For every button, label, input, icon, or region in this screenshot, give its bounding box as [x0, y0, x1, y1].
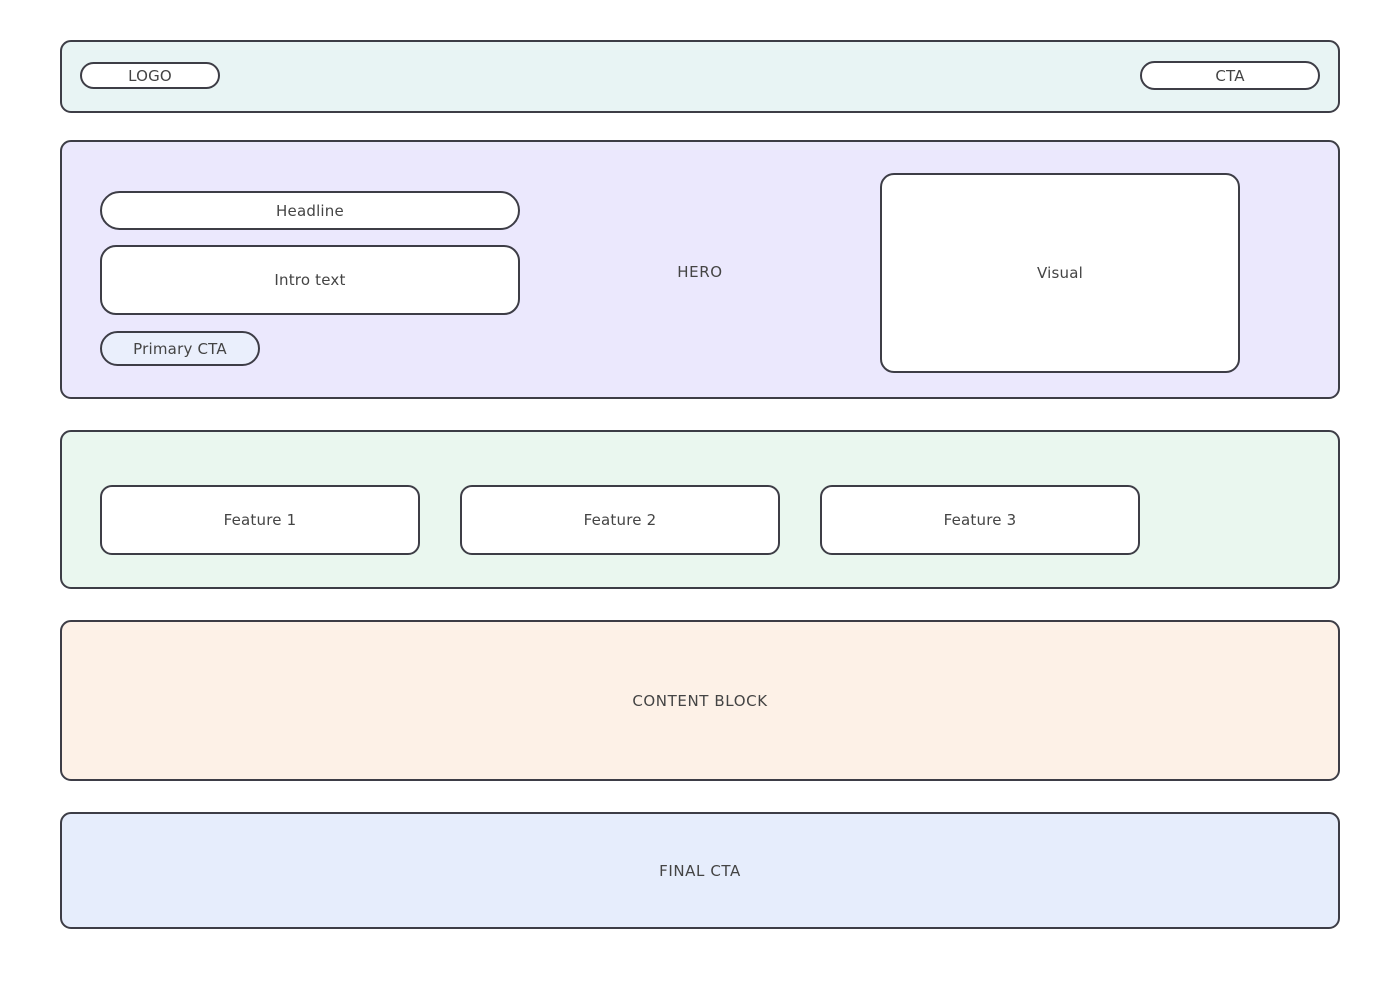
hero-headline-placeholder: Headline — [100, 191, 520, 230]
feature-card[interactable]: Feature 3 — [820, 485, 1140, 555]
hero-intro-label: Intro text — [274, 271, 346, 289]
logo-placeholder[interactable]: LOGO — [80, 62, 220, 89]
hero-primary-cta-button[interactable]: Primary CTA — [100, 331, 260, 366]
feature-card[interactable]: Feature 2 — [460, 485, 780, 555]
final-cta-section[interactable]: FINAL CTA — [60, 812, 1340, 929]
header-cta-button[interactable]: CTA — [1140, 61, 1320, 90]
feature-card-label: Feature 2 — [583, 511, 657, 529]
feature-card[interactable]: Feature 1 — [100, 485, 420, 555]
hero-primary-cta-label: Primary CTA — [133, 339, 227, 358]
logo-label: LOGO — [128, 66, 172, 85]
hero-section-title: HERO — [0, 262, 1400, 281]
hero-intro-placeholder: Intro text — [100, 245, 520, 315]
hero-visual-placeholder: Visual — [880, 173, 1240, 373]
content-block-label: CONTENT BLOCK — [632, 691, 768, 710]
content-block-section: CONTENT BLOCK — [60, 620, 1340, 781]
feature-card-label: Feature 1 — [223, 511, 297, 529]
feature-card-label: Feature 3 — [943, 511, 1017, 529]
header-section — [60, 40, 1340, 113]
hero-headline-label: Headline — [276, 201, 344, 220]
final-cta-label: FINAL CTA — [659, 861, 741, 880]
header-cta-label: CTA — [1215, 66, 1245, 85]
hero-visual-label: Visual — [1037, 264, 1083, 282]
hero-section-title-text: HERO — [677, 263, 723, 281]
